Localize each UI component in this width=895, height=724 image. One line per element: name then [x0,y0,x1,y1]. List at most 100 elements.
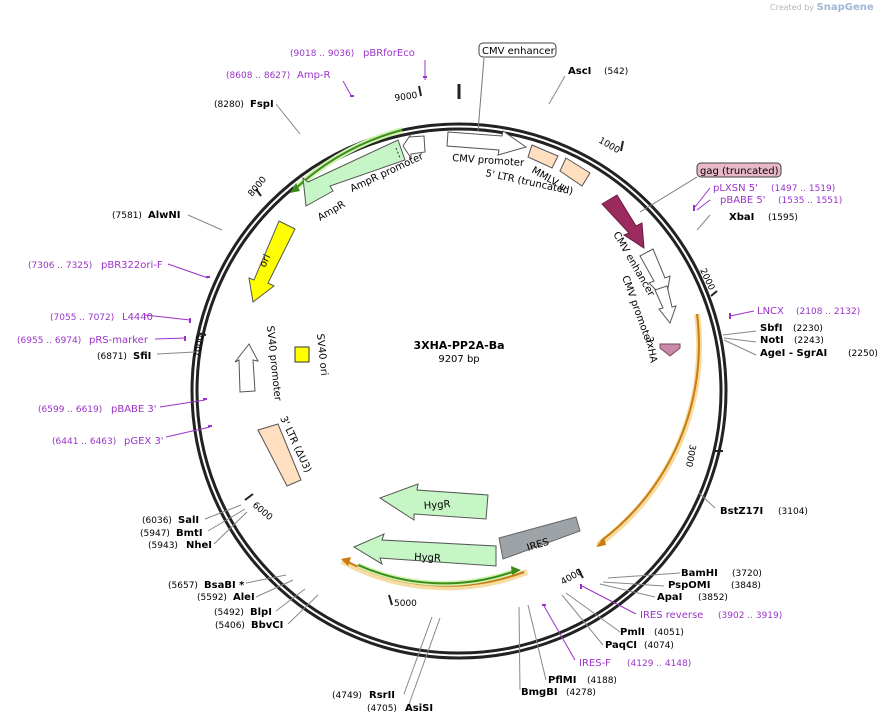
enzyme-blpi-pos: (5492) [214,608,244,618]
primer-pbr322ori-pos: (7306 .. 7325) [28,261,92,271]
enzyme-sali-pos: (6036) [142,516,172,526]
enzyme-ascI-pos: (542) [604,67,628,77]
enzyme-fspi-name: FspI [250,99,274,110]
ltr3-box [257,423,302,487]
enzyme-ageI-name: AgeI - SgrAI [760,348,827,359]
enzyme-rsrii-name: RsrII [369,690,395,701]
gag-arrow [601,194,645,249]
label-gag-box: gag (truncated) [700,166,779,177]
tick-1000: 1000 [597,136,622,156]
enzyme-bsabi-name: BsaBI * [204,580,245,591]
orf-highlight-bottom [340,558,529,591]
cmv-promoter-arrow [446,130,528,156]
enzyme-nhei-pos: (5943) [148,541,178,551]
primer-ampr-pos: (8608 .. 8627) [226,71,290,81]
enzyme-paqci-pos: (4074) [644,641,674,651]
primer-prsmarker-name: pRS-marker [89,335,149,346]
primer-pbabe3-pos: (6599 .. 6619) [38,405,102,415]
label-ori: ori [258,253,274,270]
enzyme-asisi-name: AsiSI [405,703,433,714]
label-cmv-promoter: CMV promoter [452,153,526,169]
ampr-promoter-arrow [402,133,426,160]
enzyme-xbaI-pos: (1595) [768,213,798,223]
primer-iresrev-pos: (3902 .. 3919) [718,611,782,621]
sv40-ori-box [294,346,310,363]
enzyme-bmti-pos: (5947) [140,529,170,539]
tick-8000: 8000 [247,175,270,199]
enzyme-ascI-name: AscI [568,66,591,77]
tick-marks [196,85,723,606]
primer-iresrev-name: IRES reverse [640,610,703,621]
ires-box [498,516,581,560]
enzyme-alei-name: AleI [233,592,255,603]
enzyme-notI-name: NotI [760,335,784,346]
primer-marks [184,76,731,606]
ha3-arrow [659,343,681,357]
ampr-orf-arrow [290,183,300,193]
enzyme-bbvci-pos: (5406) [215,621,245,631]
enzyme-bmgbi-name: BmgBI [521,687,558,698]
primer-l4440-pos: (7055 .. 7072) [50,313,114,323]
enzyme-sali-name: SalI [178,515,199,526]
map-title: 3XHA-PP2A-Ba [413,339,504,352]
label-3xha: 3xHA [643,336,658,364]
enzyme-apai-pos: (3852) [698,593,728,603]
backbone-inner [195,127,723,655]
tick-6000: 6000 [250,501,274,524]
primer-pbabe5-name: pBABE 5' [720,195,766,206]
tick-3000: 3000 [683,443,697,468]
primer-plxsn5-pos: (1497 .. 1519) [771,184,835,194]
enzyme-pflmi-name: PflMI [548,675,576,686]
enzyme-bbvci-name: BbvCI [251,620,283,631]
enzyme-bmgbi-pos: (4278) [566,688,596,698]
primer-lncx-pos: (2108 .. 2132) [796,307,860,317]
enzyme-sbfI-pos: (2230) [793,324,823,334]
enzyme-pspomi-pos: (3848) [731,581,761,591]
enzyme-bsabi-pos: (5657) [168,581,198,591]
enzyme-fspi-pos: (8280) [214,100,244,110]
ori-arrow [248,220,296,303]
tick-5000: 5000 [394,599,417,609]
enzyme-rsrii-pos: (4749) [332,691,362,701]
label-sv40-promoter: SV40 promoter [264,325,283,402]
enzyme-bstz17i-pos: (3104) [778,507,808,517]
primer-pgex3-pos: (6441 .. 6463) [52,437,116,447]
hygr-arrow-lower [352,533,497,567]
enzyme-bstz17i-name: BstZ17I [720,506,763,517]
enzyme-pmli-name: PmlI [620,627,645,638]
primer-pgex3-name: pGEX 3' [124,436,164,447]
label-ampr: AmpR [316,199,347,223]
enzyme-pspomi-name: PspOMI [668,580,710,591]
enzyme-notI-pos: (2243) [794,336,824,346]
enzyme-alwni-name: AlwNI [148,210,181,221]
tick-7000: 7000 [193,334,206,358]
primer-pbr322ori-name: pBR322ori-F [101,260,163,271]
primer-pbrforeco-pos: (9018 .. 9036) [290,49,354,59]
enzyme-sbfI-name: SbfI [760,323,782,334]
primer-iresf-pos: (4129 .. 4148) [627,659,691,669]
primer-pbrforeco-name: pBRforEco [363,48,415,59]
gag-leader [639,176,698,213]
enzyme-nhei-name: NheI [186,540,212,551]
enzyme-ageI-pos: (2250) [848,349,878,359]
cmv-promoter-arrow-right [654,285,677,325]
enzyme-paqci-name: PaqCI [605,640,637,651]
sv40-promoter-arrow [234,343,259,393]
gag-box [696,162,782,178]
ampr-dash [395,147,401,159]
primer-ampr-name: Amp-R [297,70,331,81]
orf-arrow-bottom [341,557,351,566]
map-length: 9207 bp [438,354,479,365]
cmv-enhancer-leader [477,57,485,132]
hygr-orf-arrow [511,566,521,575]
credit-prefix: Created by [770,3,815,12]
enzyme-bamhi-name: BamHI [681,568,718,579]
mmlv-box [559,157,591,187]
enzyme-alei-pos: (5592) [197,593,227,603]
ltr5-box [527,144,559,169]
label-sv40-ori: SV40 ori [314,333,329,376]
orf-arrow-right [596,537,606,547]
cmv-enhancer-box [478,42,557,58]
enzyme-xbaI-name: XbaI [729,212,754,223]
